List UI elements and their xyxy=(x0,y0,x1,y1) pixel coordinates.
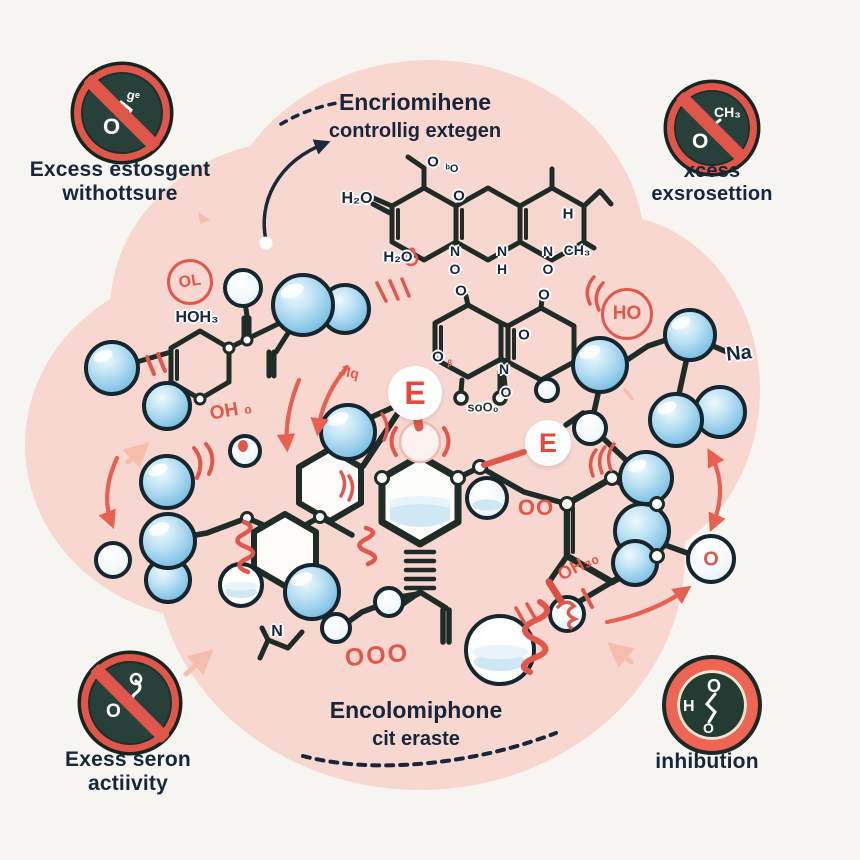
sign-h-glyph: H xyxy=(683,698,695,715)
label-h2o-red: H₂O xyxy=(383,248,413,266)
sign-label-top-right: xcess exsrosettion xyxy=(651,160,773,205)
label-o: O xyxy=(518,326,530,344)
top-note: Encriomihene controllig extegen xyxy=(260,88,570,144)
inhibition-icon: O H O xyxy=(666,659,758,751)
inhibition-sign: O H O xyxy=(666,659,758,751)
label-h2o: H₂O xyxy=(341,190,373,207)
label-h: H xyxy=(562,205,574,223)
label-o: O xyxy=(538,286,550,304)
sign-label-bottom-left: Exess seron actiivity xyxy=(65,748,191,795)
bond-nodes xyxy=(193,333,665,564)
top-note-line2: controllig extegen xyxy=(328,119,502,142)
prohibition-icon: O gᵉ xyxy=(74,65,170,161)
bottom-note: Encolomiphone cit eraste xyxy=(266,696,566,752)
red-accents xyxy=(145,247,616,675)
label-soo: soO₀ xyxy=(467,399,499,415)
sign-label-top-left: Excess estosgent withottsure xyxy=(29,158,211,205)
label-na: Na xyxy=(725,341,753,366)
sphere-cluster xyxy=(84,268,747,686)
red-coil xyxy=(235,519,256,575)
arrow-up-right xyxy=(604,585,692,625)
sign-o-glyph: O xyxy=(103,114,121,139)
label-n: N xyxy=(498,361,510,377)
label-o: O xyxy=(453,187,465,205)
sign-o-glyph: O xyxy=(106,701,121,722)
label-ch3: CH₃ xyxy=(563,242,591,258)
sign-molecule-squiggle xyxy=(704,692,717,724)
arrow-double-right xyxy=(707,448,726,533)
label-n: N xyxy=(496,243,508,259)
molecule-top xyxy=(368,154,614,263)
prohibition-sign-excess-serotonin: O xyxy=(81,654,179,752)
bottom-note-line1: Encolomiphone xyxy=(329,697,503,723)
red-coil xyxy=(357,525,378,567)
label-b-red: ᵦ xyxy=(447,354,453,368)
prohibition-icon: O xyxy=(81,654,179,752)
label-o: O xyxy=(432,348,444,366)
label-n-fragment: N xyxy=(271,623,283,640)
pink-arrows xyxy=(122,212,635,677)
prohibition-icon: CH₃ O xyxy=(667,83,757,173)
arrow-left-arc xyxy=(310,364,350,437)
sign-ch3-glyph: CH₃ xyxy=(714,104,741,120)
label-bo: ᵇO xyxy=(445,163,459,175)
label-o: O xyxy=(455,282,467,300)
red-arrows xyxy=(98,364,726,625)
label-o: O xyxy=(542,261,554,277)
sign-o-glyph: O xyxy=(707,676,722,696)
sign-o-glyph: O xyxy=(703,720,714,736)
dashed-lines xyxy=(279,101,558,768)
label-n: N xyxy=(542,243,554,259)
molecule-mid xyxy=(432,293,577,406)
label-oo: OO xyxy=(517,495,555,520)
curved-arrow-black xyxy=(259,139,331,250)
label-hoh3: HOH₃ xyxy=(175,309,219,326)
bottom-note-line2: cit eraste xyxy=(372,727,460,750)
sign-o-glyph: O xyxy=(692,130,709,153)
red-coil xyxy=(521,599,550,675)
e-badge: E xyxy=(525,420,571,466)
e-badge: E xyxy=(388,366,442,420)
label-o: O xyxy=(500,384,512,400)
arrow-down-left xyxy=(98,455,120,530)
label-o: O xyxy=(449,261,461,277)
arrow-down-center xyxy=(276,377,302,453)
label-h: H xyxy=(496,261,508,277)
label-o-sphere: O xyxy=(703,548,719,571)
label-ooo: OOO xyxy=(343,638,411,673)
label-o: O xyxy=(427,153,439,171)
sign-label-bottom-right: inhibution xyxy=(655,750,759,773)
label-n: N xyxy=(449,243,461,259)
ho-ring-label: HO xyxy=(601,288,653,340)
prohibition-sign-excess-estrogen: O gᵉ xyxy=(74,65,170,161)
top-note-line1: Encriomihene xyxy=(338,89,492,115)
prohibition-sign-excess-excretion: CH₃ O xyxy=(667,83,757,173)
